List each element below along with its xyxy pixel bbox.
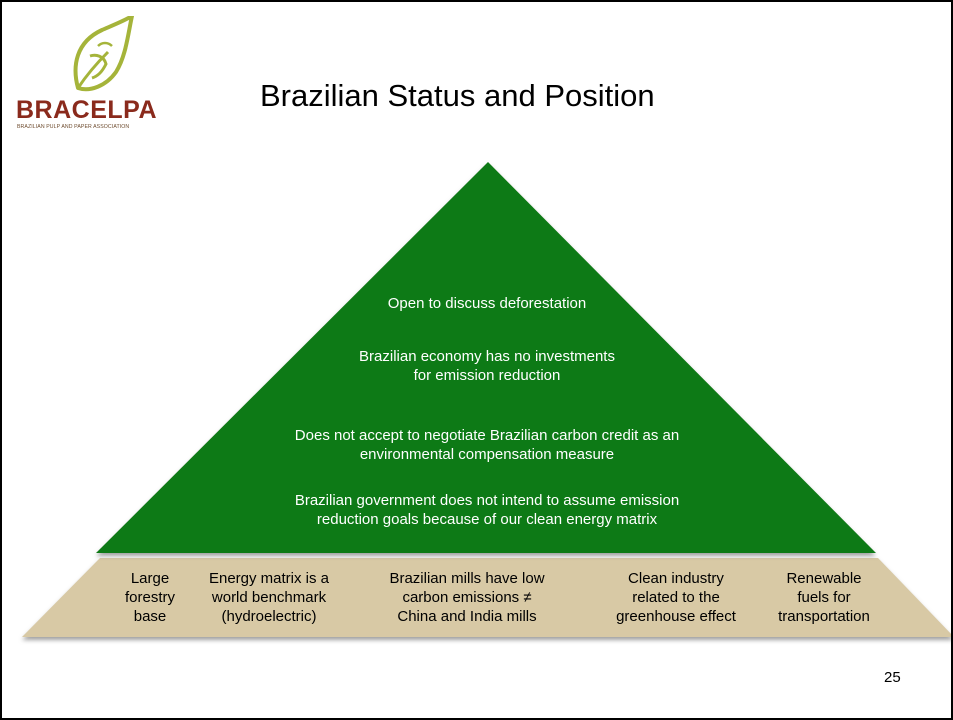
pyramid-level-1-text: Open to discuss deforestation: [387, 295, 587, 312]
base-item-forestry-text: Large forestry base: [124, 570, 175, 625]
base-trapezoid: [22, 558, 951, 637]
base-item-energy-matrix: Energy matrix is a world benchmark (hydr…: [194, 569, 344, 626]
base-item-mills-emissions: Brazilian mills have low carbon emission…: [367, 569, 567, 626]
base-item-renewable-fuels-text: Renewable fuels for transportation: [778, 570, 870, 625]
pyramid-level-1: Open to discuss deforestation: [202, 294, 772, 313]
base-item-forestry: Large forestry base: [112, 569, 188, 626]
pyramid-level-4-text: Brazilian government does not intend to …: [294, 492, 680, 528]
logo-name: BRACELPA: [16, 96, 158, 124]
pyramid-level-4: Brazilian government does not intend to …: [202, 491, 772, 529]
page-number: 25: [884, 669, 901, 686]
logo-tagline: BRAZILIAN PULP AND PAPER ASSOCIATION: [17, 124, 130, 130]
pyramid-level-2: Brazilian economy has no investments for…: [202, 347, 772, 385]
pyramid-level-3-text: Does not accept to negotiate Brazilian c…: [294, 427, 680, 463]
pyramid-level-2-text: Brazilian economy has no investments for…: [359, 348, 615, 384]
bracelpa-logo: BRACELPA BRAZILIAN PULP AND PAPER ASSOCI…: [16, 16, 186, 134]
base-item-clean-industry: Clean industry related to the greenhouse…: [594, 569, 758, 626]
leaf-icon: [73, 16, 134, 92]
base-item-renewable-fuels: Renewable fuels for transportation: [770, 569, 878, 626]
pyramid-triangle: [96, 162, 876, 553]
base-item-energy-matrix-text: Energy matrix is a world benchmark (hydr…: [208, 570, 330, 625]
base-item-clean-industry-text: Clean industry related to the greenhouse…: [616, 570, 736, 625]
base-item-mills-emissions-text: Brazilian mills have low carbon emission…: [389, 570, 545, 625]
pyramid-level-3: Does not accept to negotiate Brazilian c…: [202, 426, 772, 464]
slide-title: Brazilian Status and Position: [260, 78, 655, 113]
